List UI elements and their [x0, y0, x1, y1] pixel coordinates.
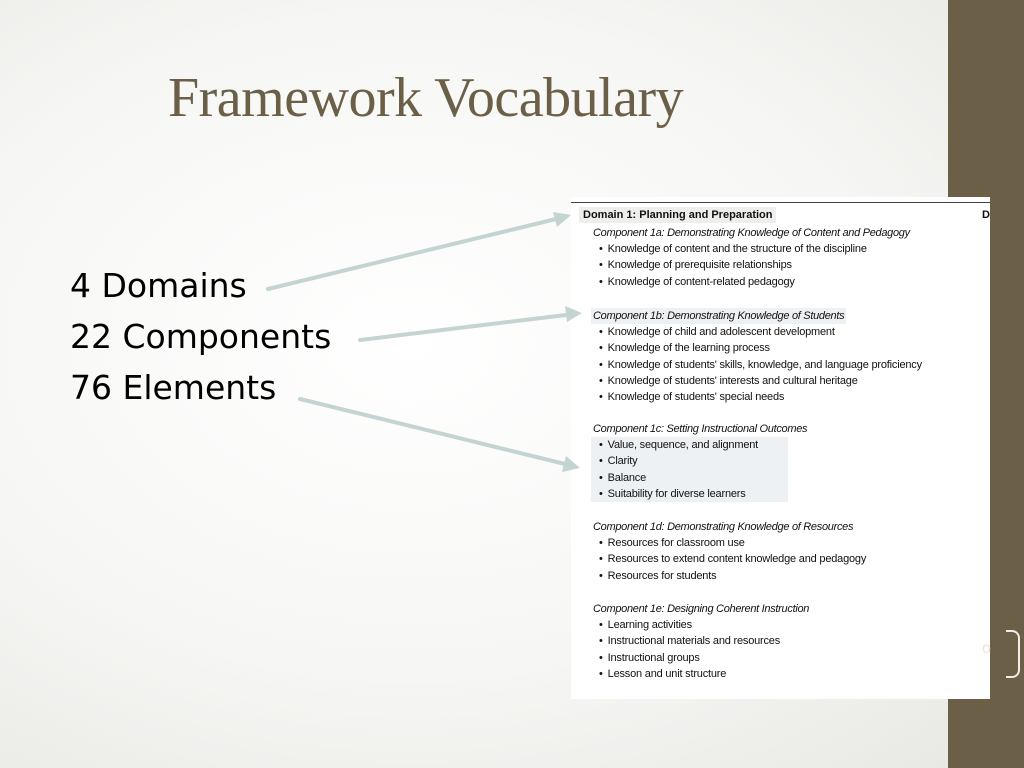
component-1c: Component 1c: Setting Instructional Outc…	[591, 421, 809, 503]
element-item: Resources for classroom use	[599, 535, 866, 551]
element-list: Value, sequence, and alignment Clarity B…	[591, 437, 789, 503]
element-list: Resources for classroom use Resources to…	[591, 535, 867, 584]
vocabulary-stats: 4 Domains 22 Components 76 Elements	[70, 264, 331, 417]
component-1b: Component 1b: Demonstrating Knowledge of…	[591, 306, 922, 405]
element-item: Knowledge of content-related pedagogy	[599, 274, 912, 290]
element-item: Knowledge of prerequisite relationships	[599, 257, 912, 273]
element-list: Learning activities Instructional materi…	[591, 617, 811, 682]
stat-domains: 4 Domains	[70, 266, 247, 305]
component-1e: Component 1e: Designing Coherent Instruc…	[591, 601, 811, 682]
element-item: Knowledge of child and adolescent develo…	[599, 324, 922, 340]
slide-title: Framework Vocabulary	[168, 67, 684, 129]
component-title: Component 1e: Designing Coherent Instruc…	[593, 603, 810, 615]
document-top-rule	[571, 202, 990, 203]
element-item: Suitability for diverse learners	[599, 486, 758, 502]
arrow-components	[358, 313, 568, 342]
framework-document-excerpt: D Domain 1: Planning and Preparation Com…	[571, 197, 990, 699]
element-item: Knowledge of content and the structure o…	[599, 241, 912, 257]
page-number: o	[982, 640, 991, 657]
element-item: Instructional materials and resources	[599, 633, 811, 649]
element-item: Learning activities	[599, 617, 811, 633]
component-1d: Component 1d: Demonstrating Knowledge of…	[591, 519, 866, 584]
element-item: Resources to extend content knowledge an…	[599, 551, 867, 567]
element-item: Balance	[599, 470, 758, 486]
document-corner-mark: D	[982, 209, 990, 221]
component-title: Component 1c: Setting Instructional Outc…	[593, 423, 808, 435]
element-item: Instructional groups	[599, 650, 811, 666]
element-list: Knowledge of content and the structure o…	[591, 241, 912, 290]
element-item: Lesson and unit structure	[599, 666, 811, 682]
element-item: Resources for students	[599, 568, 866, 584]
stat-elements: 76 Elements	[70, 368, 277, 407]
arrow-elements	[298, 397, 567, 466]
element-item: Clarity	[599, 453, 758, 469]
element-list: Knowledge of child and adolescent develo…	[591, 324, 922, 405]
component-title: Component 1a: Demonstrating Knowledge of…	[593, 227, 910, 239]
component-1a: Component 1a: Demonstrating Knowledge of…	[591, 225, 912, 290]
element-item: Knowledge of students' skills, knowledge…	[599, 357, 922, 373]
component-title: Component 1b: Demonstrating Knowledge of…	[591, 308, 847, 324]
domain-heading: Domain 1: Planning and Preparation	[579, 207, 777, 223]
element-item: Knowledge of the learning process	[599, 340, 922, 356]
page-number-bracket	[1006, 630, 1020, 678]
arrowhead-domains	[553, 212, 571, 227]
stat-components: 22 Components	[70, 317, 332, 356]
element-item: Value, sequence, and alignment	[599, 437, 759, 453]
element-item: Knowledge of students' special needs	[599, 389, 922, 405]
element-item: Knowledge of students' interests and cul…	[599, 373, 922, 389]
component-title: Component 1d: Demonstrating Knowledge of…	[593, 521, 854, 533]
